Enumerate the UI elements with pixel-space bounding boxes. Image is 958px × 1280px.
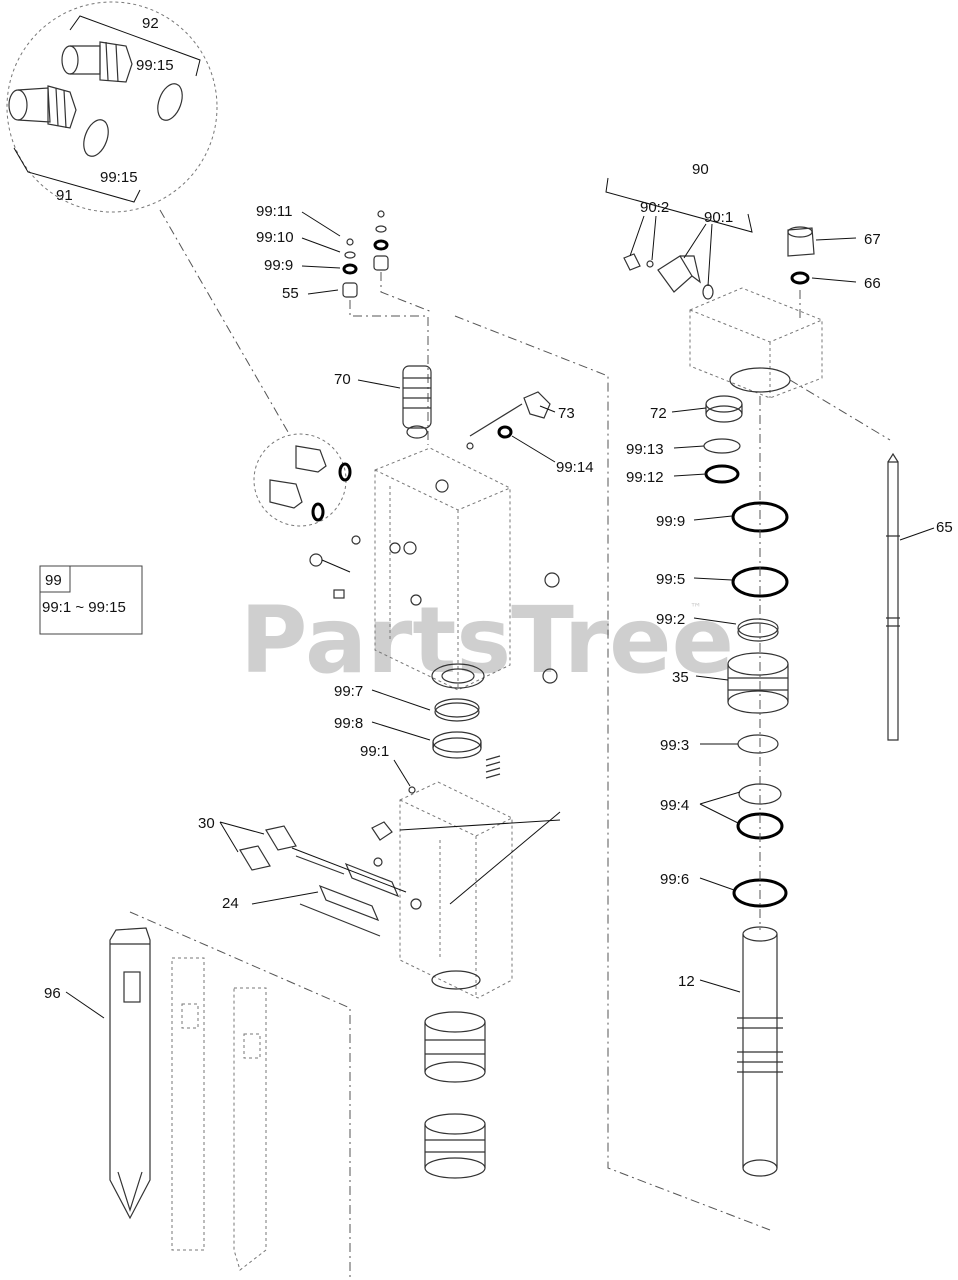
callout-55[interactable]: 55 (282, 285, 299, 302)
valve-73[interactable] (469, 391, 551, 437)
cap-67[interactable] (787, 226, 815, 257)
callout-73[interactable]: 73 (558, 405, 575, 422)
part-55[interactable] (342, 255, 389, 298)
sleeve-lower-2[interactable] (424, 1113, 486, 1179)
piston-24[interactable] (291, 847, 422, 937)
o-ring-99-15-lower[interactable] (79, 116, 113, 159)
callout-99-2[interactable]: 99:2 (656, 611, 685, 628)
ghost-chisels (171, 957, 267, 1271)
detail-circle-fittings (6, 1, 218, 213)
callout-66[interactable]: 66 (864, 275, 881, 292)
callout-90-2[interactable]: 90:2 (640, 199, 669, 216)
kit-box-range: 99:1 ~ 99:15 (42, 599, 126, 616)
callout-65[interactable]: 65 (936, 519, 953, 536)
callout-99-14[interactable]: 99:14 (556, 459, 594, 476)
callout-99-5[interactable]: 99:5 (656, 571, 685, 588)
callout-99-15-lower[interactable]: 99:15 (100, 169, 138, 186)
nut-72[interactable] (705, 395, 743, 423)
part-99-11[interactable] (346, 210, 385, 246)
part-99-10[interactable] (344, 225, 387, 259)
callout-99-4[interactable]: 99:4 (660, 797, 689, 814)
fitting-91[interactable] (8, 85, 77, 129)
callout-72[interactable]: 72 (650, 405, 667, 422)
callout-99-13[interactable]: 99:13 (626, 441, 664, 458)
callout-99-7[interactable]: 99:7 (334, 683, 363, 700)
seal-99-2[interactable] (737, 618, 779, 642)
callout-30[interactable]: 30 (198, 815, 215, 832)
ring-99-13[interactable] (703, 438, 741, 454)
piston-12[interactable] (737, 926, 783, 1177)
cartridge-70[interactable] (402, 365, 432, 439)
sleeve-lower-1[interactable] (424, 1011, 486, 1083)
callout-92[interactable]: 92 (142, 15, 159, 32)
fitting-92[interactable] (61, 41, 133, 83)
callout-99-9-top[interactable]: 99:9 (264, 257, 293, 274)
callout-96[interactable]: 96 (44, 985, 61, 1002)
watermark-trademark: ™ (690, 601, 702, 615)
rod-65[interactable] (886, 452, 900, 741)
callout-12[interactable]: 12 (678, 973, 695, 990)
washer-66[interactable] (790, 271, 810, 285)
seal-99-3[interactable] (737, 734, 779, 754)
callout-90[interactable]: 90 (692, 161, 709, 178)
part-99-1[interactable] (408, 786, 416, 794)
callout-99-3[interactable]: 99:3 (660, 737, 689, 754)
chisel-96[interactable] (109, 927, 151, 1220)
body-screws[interactable] (309, 442, 560, 684)
block-fittings[interactable] (253, 433, 352, 527)
callout-70[interactable]: 70 (334, 371, 351, 388)
o-ring-99-15-upper[interactable] (153, 80, 187, 123)
callout-67[interactable]: 67 (864, 231, 881, 248)
callout-99-11[interactable]: 99:11 (256, 203, 292, 220)
o-ring-99-14[interactable] (497, 425, 513, 439)
kit-box: 99 99:1 ~ 99:15 (39, 565, 143, 635)
plug-90-2[interactable] (623, 253, 654, 271)
spring[interactable] (485, 755, 501, 779)
o-ring-99-12[interactable] (704, 464, 740, 484)
callout-24[interactable]: 24 (222, 895, 239, 912)
callout-99-9-large[interactable]: 99:9 (656, 513, 685, 530)
callout-99-15-upper[interactable]: 99:15 (136, 57, 174, 74)
callout-35[interactable]: 35 (672, 669, 689, 686)
valve-body (374, 447, 511, 691)
lower-block (399, 781, 513, 999)
sleeve-35[interactable] (727, 652, 789, 714)
watermark: PartsTree (240, 587, 734, 694)
callout-91[interactable]: 91 (56, 187, 73, 204)
callout-99-6[interactable]: 99:6 (660, 871, 689, 888)
part-99-9-small[interactable] (342, 239, 389, 275)
fitting-90-1[interactable] (657, 255, 714, 300)
callout-99-8[interactable]: 99:8 (334, 715, 363, 732)
cap-30[interactable] (239, 825, 297, 871)
callout-99-10[interactable]: 99:10 (256, 229, 294, 246)
callout-90-1[interactable]: 90:1 (704, 209, 733, 226)
kit-box-number: 99 (45, 572, 62, 589)
block-90 (689, 287, 823, 399)
callout-99-12[interactable]: 99:12 (626, 469, 664, 486)
seal-99-7[interactable] (434, 698, 480, 722)
seal-99-8[interactable] (432, 731, 482, 759)
leader-lines (65, 211, 935, 1019)
callout-labels: 92 99:15 99:15 91 99:11 99:10 99:9 55 70… (44, 15, 953, 1002)
callout-99-1[interactable]: 99:1 (360, 743, 389, 760)
